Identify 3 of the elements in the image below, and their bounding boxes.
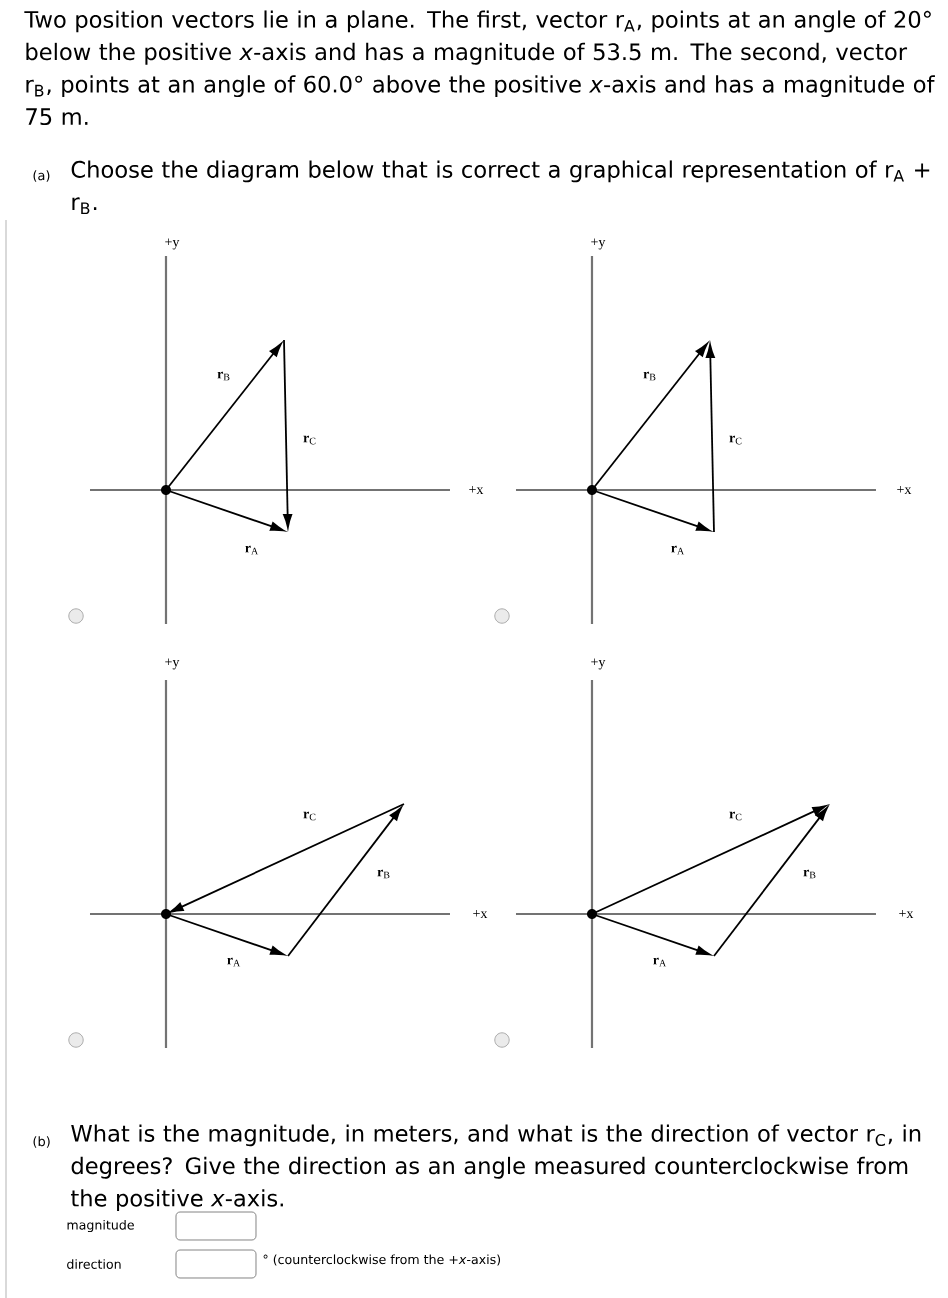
- question-text: What is the magnitude, in meters, and what is the direction of vector r$_{C}$, in degrees? Give the direction as an angle measured counterclockwise from the positive x-axis.: [71, 1124, 921, 1212]
- question-text: Choose the diagram below that is correct a graphical representation of r$_{A}$ + r$_{B}$.: [71, 160, 930, 214]
- problem-text: Two position vectors lie in a plane. The first, vector r$_{A}$, points at an angle of 20° below the positive x-axis and has a magnitude of 53.5 m. The second, vector r$_{B}$, points at an angle of 60.0° above the positive x-axis and has a magnitude of 75 m.: [24, 10, 935, 126]
